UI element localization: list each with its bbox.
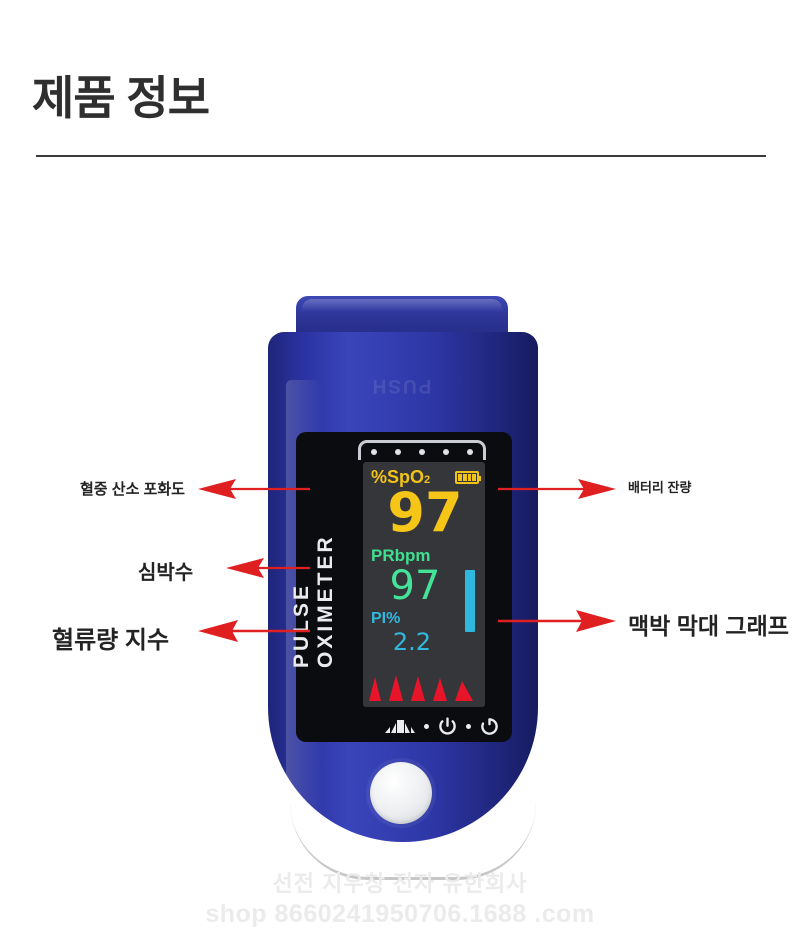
- callout-label-heart-rate: 심박수: [138, 562, 194, 584]
- plethysmograph-waveform: [369, 675, 473, 701]
- power-icon: [439, 716, 456, 735]
- sensor-bracket: [358, 440, 486, 460]
- pulse-oximeter-device: PUSH PULSE OXIMETER %SpO2 97 PRbpm 97: [258, 296, 548, 880]
- battery-icon: [455, 470, 481, 484]
- pr-label: PRbpm: [371, 546, 431, 565]
- title-divider: [36, 155, 766, 157]
- status-icon-strip: [344, 715, 540, 737]
- pulse-bar-graph: [465, 570, 475, 632]
- spo2-label-text: %SpO: [371, 467, 425, 487]
- callout-label-spo2: 혈중 산소 포화도: [80, 481, 185, 498]
- pr-value: 97: [389, 563, 441, 609]
- watermark-shop-url: shop 8660241950706.1688 .com: [205, 900, 595, 928]
- separator-dot: [424, 723, 429, 729]
- page-title: 제품 정보: [32, 72, 210, 124]
- screen-top-row: %SpO2: [371, 468, 481, 486]
- device-faceplate: PULSE OXIMETER %SpO2 97 PRbpm 97 PI% 2.2: [290, 432, 512, 742]
- watermark: 선전 지우창 전자 유한회사 shop 8660241950706.1688 .…: [0, 866, 800, 929]
- pi-label: PI%: [371, 610, 401, 627]
- pi-value: 2.2: [392, 628, 432, 656]
- spo2-label: %SpO2: [371, 468, 430, 486]
- callout-label-perfusion-index: 혈류량 지수: [52, 627, 170, 654]
- watermark-company: 선전 지우창 전자 유한회사: [272, 871, 528, 896]
- signal-bars-icon: [385, 720, 415, 733]
- spo2-label-subscript: 2: [424, 474, 431, 486]
- body-rim: [290, 802, 536, 880]
- power-button[interactable]: [370, 762, 432, 824]
- callout-label-pulse-bar: 맥박 막대 그래프: [628, 613, 789, 639]
- spo2-value: 97: [387, 481, 463, 544]
- rotate-icon: [481, 717, 498, 735]
- separator-dot: [466, 723, 471, 729]
- oled-screen: %SpO2 97 PRbpm 97 PI% 2.2: [363, 462, 485, 707]
- callout-label-battery: 배터리 잔량: [628, 480, 692, 495]
